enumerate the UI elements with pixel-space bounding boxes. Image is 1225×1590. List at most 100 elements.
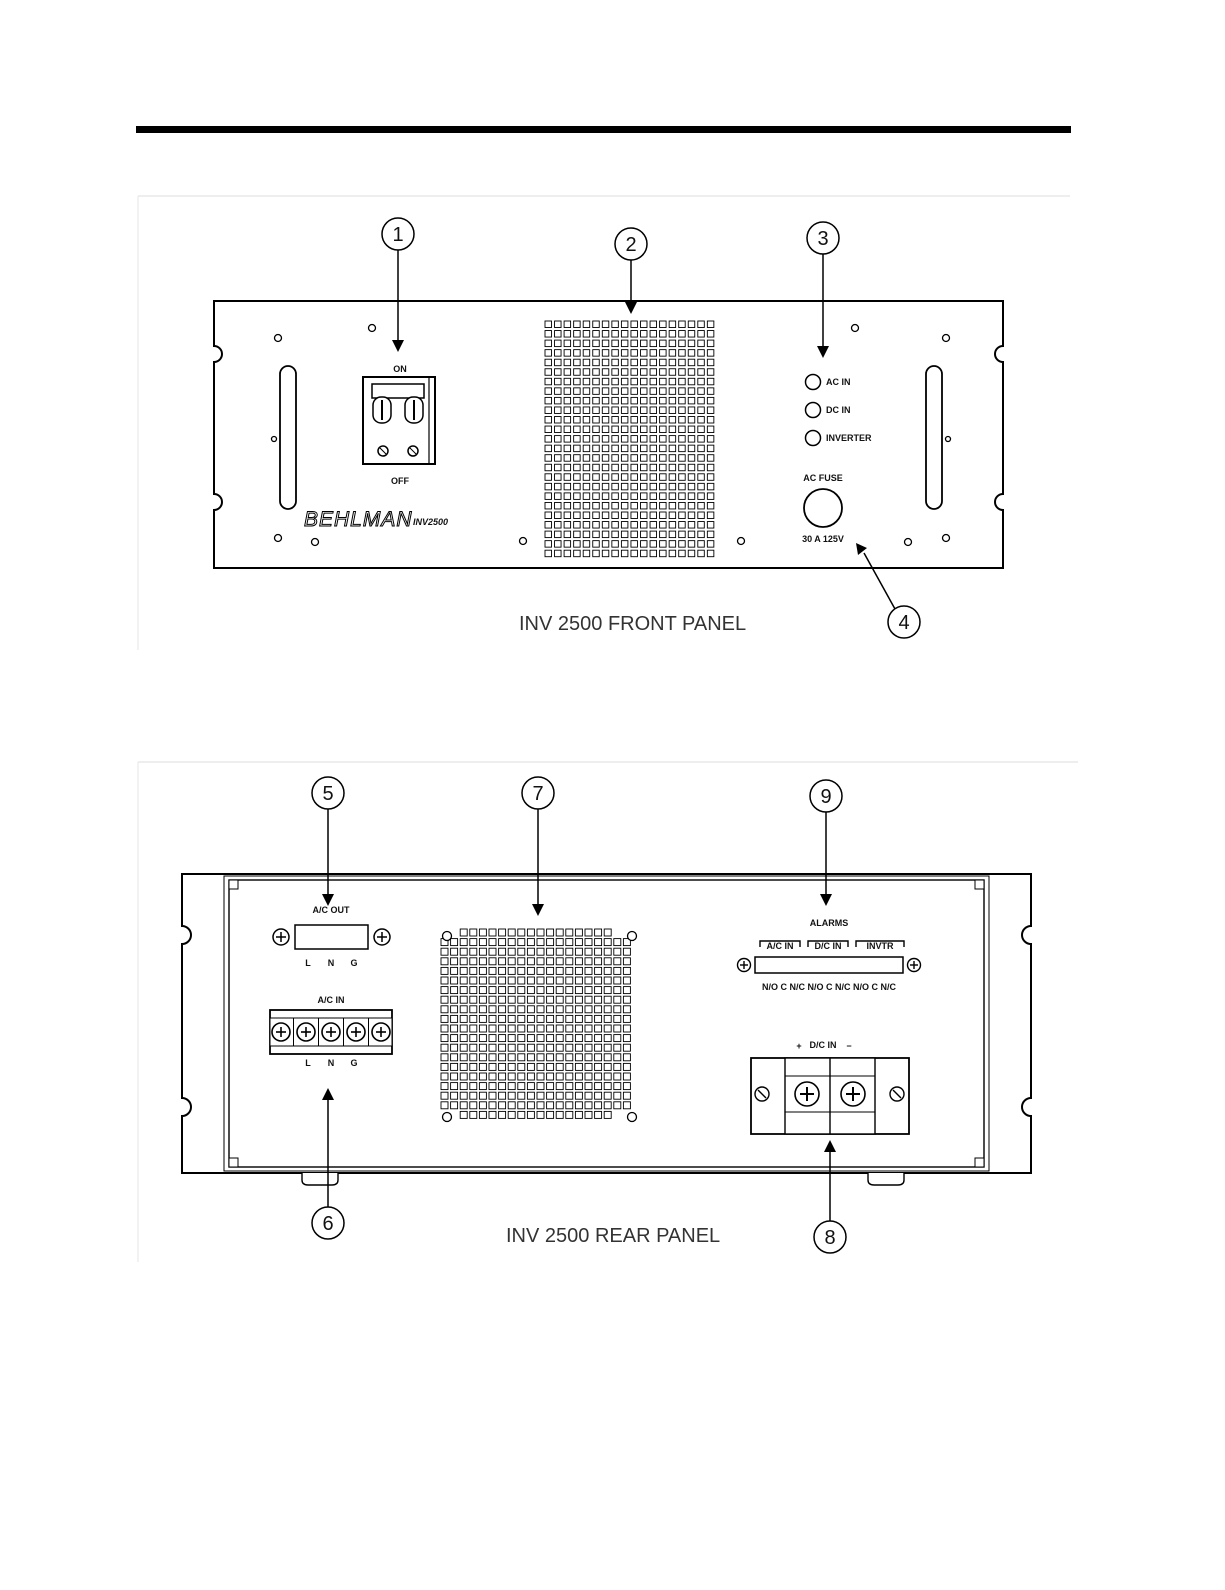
vent-hole <box>518 1035 525 1042</box>
callout-5-number: 5 <box>322 783 333 805</box>
vent-hole <box>650 531 657 538</box>
vent-hole <box>612 455 619 462</box>
vent-hole <box>479 1035 486 1042</box>
vent-hole <box>595 1111 602 1118</box>
vent-hole <box>566 1054 573 1061</box>
vent-hole <box>564 541 571 548</box>
vent-hole <box>612 531 619 538</box>
vent-hole <box>499 977 506 984</box>
vent-hole <box>604 1102 611 1109</box>
vent-hole <box>499 987 506 994</box>
vent-hole <box>545 397 552 404</box>
vent-hole <box>612 369 619 376</box>
vent-hole <box>508 996 515 1003</box>
vent-hole <box>641 350 648 357</box>
front-right-handle <box>926 366 942 509</box>
vent-hole <box>631 388 638 395</box>
vent-hole <box>555 455 562 462</box>
vent-hole <box>527 939 534 946</box>
vent-hole <box>595 1015 602 1022</box>
vent-hole <box>547 939 554 946</box>
vent-hole <box>555 369 562 376</box>
vent-hole <box>537 1025 544 1032</box>
header-rule <box>136 126 1071 133</box>
vent-hole <box>556 1083 563 1090</box>
vent-hole <box>518 967 525 974</box>
vent-hole <box>698 493 705 500</box>
vent-hole <box>707 541 714 548</box>
vent-hole <box>631 350 638 357</box>
vent-hole <box>604 1054 611 1061</box>
vent-hole <box>614 939 621 946</box>
ac-out-screw-right <box>374 929 390 945</box>
vent-hole <box>631 321 638 328</box>
vent-hole <box>555 493 562 500</box>
vent-hole <box>679 369 686 376</box>
vent-hole <box>621 340 628 347</box>
vent-hole <box>650 407 657 414</box>
vent-hole <box>669 340 676 347</box>
vent-hole <box>698 359 705 366</box>
vent-hole <box>612 426 619 433</box>
vent-hole <box>547 977 554 984</box>
vent-hole <box>508 1025 515 1032</box>
vent-hole <box>518 929 525 936</box>
vent-hole <box>441 977 448 984</box>
vent-hole <box>688 340 695 347</box>
vent-hole <box>688 359 695 366</box>
vent-hole <box>460 1083 467 1090</box>
vent-hole <box>641 369 648 376</box>
vent-hole <box>593 378 600 385</box>
vent-hole <box>508 948 515 955</box>
vent-hole <box>595 967 602 974</box>
vent-hole <box>602 464 609 471</box>
vent-hole <box>489 1102 496 1109</box>
vent-hole <box>585 929 592 936</box>
vent-hole <box>669 445 676 452</box>
alarm-group-invtr: INVTR <box>867 941 895 951</box>
vent-hole <box>583 445 590 452</box>
vent-hole <box>470 1102 477 1109</box>
vent-hole <box>595 977 602 984</box>
vent-hole <box>585 1102 592 1109</box>
vent-hole <box>688 321 695 328</box>
vent-hole <box>612 359 619 366</box>
vent-hole <box>556 929 563 936</box>
vent-hole <box>660 340 667 347</box>
breaker-on-label: ON <box>393 364 407 374</box>
vent-hole <box>688 407 695 414</box>
vent-hole <box>585 1063 592 1070</box>
vent-hole <box>508 1006 515 1013</box>
vent-hole <box>688 464 695 471</box>
vent-hole <box>604 987 611 994</box>
vent-hole <box>547 929 554 936</box>
vent-hole <box>479 929 486 936</box>
vent-hole <box>518 1025 525 1032</box>
vent-hole <box>585 996 592 1003</box>
vent-hole <box>595 1035 602 1042</box>
vent-hole <box>688 350 695 357</box>
vent-hole <box>470 987 477 994</box>
vent-hole <box>707 493 714 500</box>
vent-hole <box>574 474 581 481</box>
vent-hole <box>508 929 515 936</box>
vent-hole <box>641 464 648 471</box>
vent-hole <box>612 331 619 338</box>
callout-2-number: 2 <box>625 234 636 256</box>
vent-hole <box>545 417 552 424</box>
vent-hole <box>679 407 686 414</box>
vent-hole <box>707 502 714 509</box>
vent-hole <box>585 1083 592 1090</box>
vent-hole <box>545 455 552 462</box>
vent-hole <box>518 1111 525 1118</box>
vent-hole <box>566 987 573 994</box>
vent-hole <box>612 502 619 509</box>
vent-hole <box>583 483 590 490</box>
ac-in-label: A/C IN <box>318 995 345 1005</box>
vent-hole <box>614 948 621 955</box>
vent-hole <box>612 541 619 548</box>
vent-hole <box>585 1073 592 1080</box>
dc-in-label: D/C IN <box>810 1040 837 1050</box>
vent-hole <box>441 1083 448 1090</box>
vent-hole <box>688 512 695 519</box>
